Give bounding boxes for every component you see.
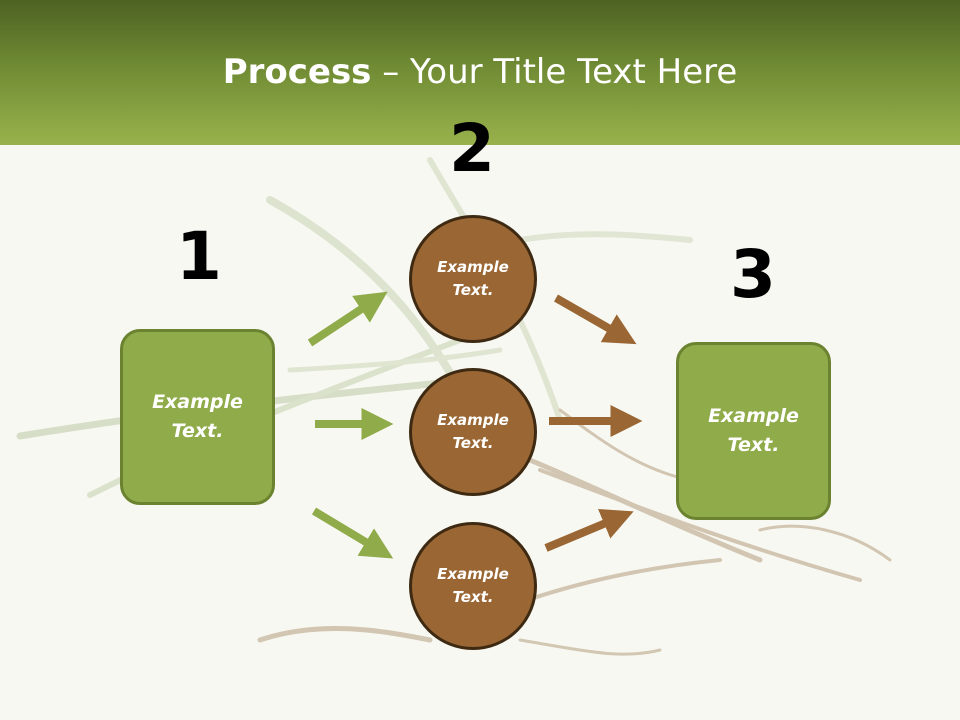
circle-bottom-text: Example Text. xyxy=(437,565,509,606)
circle-top-text: Example Text. xyxy=(437,258,509,299)
step-2-number: 2 xyxy=(449,110,495,187)
step-2-circle-top: Example Text. xyxy=(409,215,537,343)
title-rest: – Your Title Text Here xyxy=(371,52,738,92)
step-2-circle-middle: Example Text. xyxy=(409,368,537,496)
title-bold: Process xyxy=(222,52,372,92)
step-3-number: 3 xyxy=(730,236,776,313)
arrow-1-to-bottom xyxy=(311,507,394,559)
step-3-text: Example Text. xyxy=(708,405,799,456)
step-1-number: 1 xyxy=(176,218,222,295)
slide-title: Process – Your Title Text Here xyxy=(0,52,960,92)
arrow-bottom-to-3 xyxy=(544,508,634,552)
step-2-circle-bottom: Example Text. xyxy=(409,522,537,650)
arrow-top-to-3 xyxy=(554,294,637,345)
circle-middle-text: Example Text. xyxy=(437,411,509,452)
step-1-text: Example Text. xyxy=(152,391,243,442)
step-1-box: Example Text. xyxy=(120,329,275,505)
arrow-1-to-top xyxy=(307,291,388,347)
header-band xyxy=(0,0,960,145)
step-3-box: Example Text. xyxy=(676,342,831,520)
